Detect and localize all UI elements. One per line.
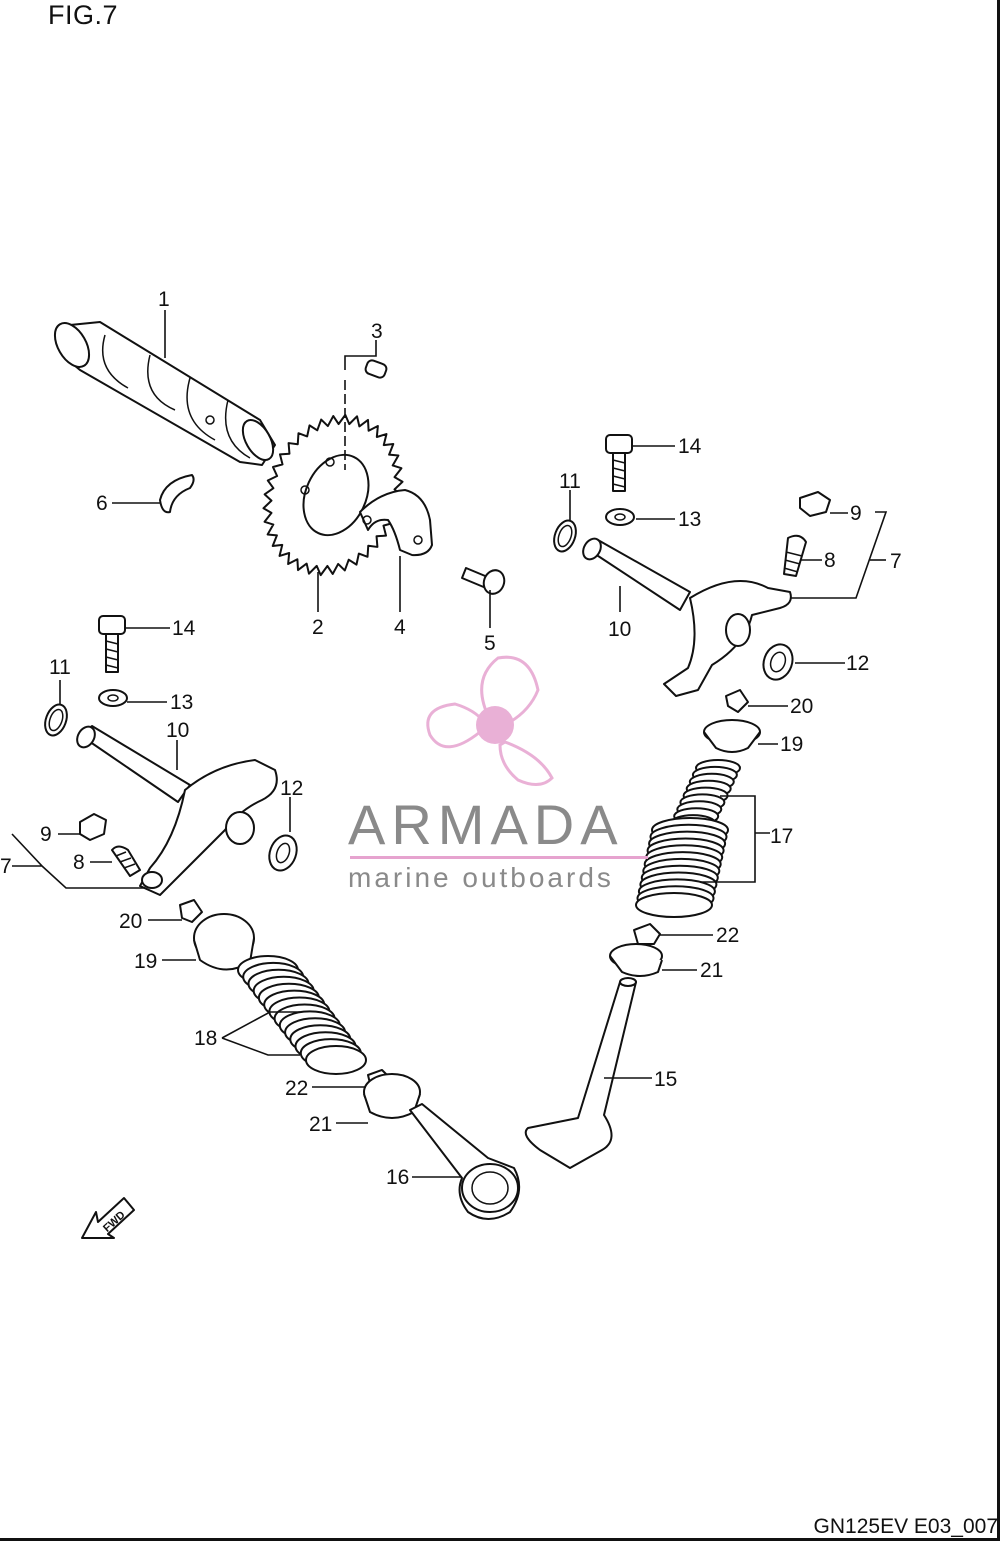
callout-17: 17 <box>770 825 793 848</box>
figure-code: GN125EV E03_007 <box>813 1515 998 1538</box>
watermark-divider <box>350 856 648 859</box>
callout-5: 5 <box>484 632 496 655</box>
callout-20-left: 20 <box>119 910 142 933</box>
propeller-icon <box>426 655 554 786</box>
circlip-part[interactable] <box>159 474 195 514</box>
callout-11-left: 11 <box>49 656 71 679</box>
callout-20-right: 20 <box>790 695 813 718</box>
figure-title: FIG.7 <box>48 0 119 30</box>
callout-21-right: 21 <box>700 959 723 982</box>
callout-8-left: 8 <box>73 851 85 874</box>
callout-6: 6 <box>96 492 108 515</box>
callout-21-left: 21 <box>309 1113 332 1136</box>
spring-coil <box>305 1045 367 1075</box>
left-rocker-assembly[interactable] <box>41 615 301 896</box>
callout-13-left: 13 <box>170 691 193 714</box>
callout-14-left: 14 <box>172 617 196 640</box>
callout-10-left: 10 <box>166 719 189 742</box>
plate-part[interactable] <box>359 489 433 557</box>
bolt-part[interactable] <box>461 567 508 596</box>
callout-labels: 1 2 3 4 5 6 7 8 9 10 11 12 13 14 15 16 1… <box>0 288 902 1189</box>
intake-valve-assembly[interactable] <box>179 899 521 1220</box>
frame-border-bottom <box>0 1538 1000 1541</box>
callout-7-right: 7 <box>890 550 902 573</box>
callout-22-left: 22 <box>285 1077 308 1100</box>
callout-9-right: 9 <box>850 502 862 525</box>
callout-12-left: 12 <box>280 777 303 800</box>
callout-13-right: 13 <box>678 508 701 531</box>
cam-sprocket-part[interactable] <box>238 392 428 598</box>
forward-arrow-icon: FWD <box>81 1197 135 1239</box>
callout-16: 16 <box>386 1166 409 1189</box>
dowel-pin-part[interactable] <box>364 359 388 379</box>
spring-coil <box>635 892 713 918</box>
callout-19-right: 19 <box>780 733 803 756</box>
callout-15: 15 <box>654 1068 677 1091</box>
callout-14-right: 14 <box>678 435 702 458</box>
callout-10-right: 10 <box>608 618 631 641</box>
callout-8-right: 8 <box>824 549 836 572</box>
callout-22-right: 22 <box>716 924 739 947</box>
callout-18: 18 <box>194 1027 217 1050</box>
callout-1: 1 <box>158 288 170 311</box>
callout-12-right: 12 <box>846 652 869 675</box>
watermark-brand: ARMADA <box>348 793 624 856</box>
leader-lines <box>11 310 888 1178</box>
callout-4: 4 <box>394 616 406 639</box>
callout-11-right: 11 <box>559 470 581 493</box>
callout-7-left: 7 <box>0 855 12 878</box>
callout-19-left: 19 <box>134 950 157 973</box>
right-rocker-assembly[interactable] <box>550 434 831 697</box>
camshaft-part[interactable] <box>48 317 280 466</box>
watermark-tagline: marine outboards <box>348 862 614 893</box>
callout-9-left: 9 <box>40 823 52 846</box>
callout-3: 3 <box>371 320 383 343</box>
exhaust-valve-assembly[interactable] <box>524 689 761 1169</box>
callout-2: 2 <box>312 616 324 639</box>
frame-border-right <box>997 0 1000 1541</box>
